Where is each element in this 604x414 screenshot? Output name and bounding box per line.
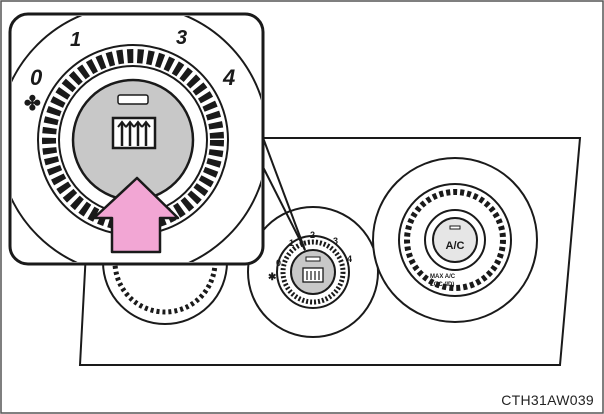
callout-line-upper bbox=[261, 134, 306, 251]
fan-icon-small: ✱ bbox=[268, 272, 277, 283]
speed-label-1: 1 bbox=[70, 29, 81, 51]
ac-dial[interactable]: A/C MAX A/C LOC (ID) bbox=[372, 157, 538, 323]
indicator-light-small bbox=[305, 256, 321, 262]
arrow-up-icon bbox=[92, 176, 180, 254]
fan-speed-dial[interactable]: 0 1 2 3 4 ✱ bbox=[247, 206, 379, 338]
ac-mode-text-1: MAX A/C bbox=[430, 274, 456, 280]
speed-label-1-small: 1 bbox=[289, 238, 294, 248]
rear-defogger-icon bbox=[302, 267, 324, 283]
speed-label-2-small: 2 bbox=[310, 230, 315, 240]
ac-mode-text-2: LOC (ID) bbox=[430, 282, 454, 288]
speed-label-4-small: 4 bbox=[347, 254, 352, 264]
figure-code: CTH31AW039 bbox=[501, 392, 594, 408]
speed-label-0-small: 0 bbox=[276, 258, 281, 268]
speed-label-0: 0 bbox=[30, 65, 43, 90]
ac-button-label: A/C bbox=[446, 240, 465, 252]
callout-line-lower bbox=[261, 164, 306, 251]
ac-indicator-light bbox=[449, 225, 461, 230]
indicator-light bbox=[117, 94, 149, 105]
ac-button[interactable] bbox=[432, 217, 478, 263]
fan-icon: ✤ bbox=[24, 93, 41, 115]
rear-defogger-icon bbox=[111, 116, 157, 150]
zoom-inset: 0 1 3 4 ✤ bbox=[8, 12, 265, 266]
speed-label-4: 4 bbox=[222, 65, 235, 90]
speed-label-3-small: 3 bbox=[333, 236, 338, 246]
speed-label-3: 3 bbox=[176, 27, 187, 49]
